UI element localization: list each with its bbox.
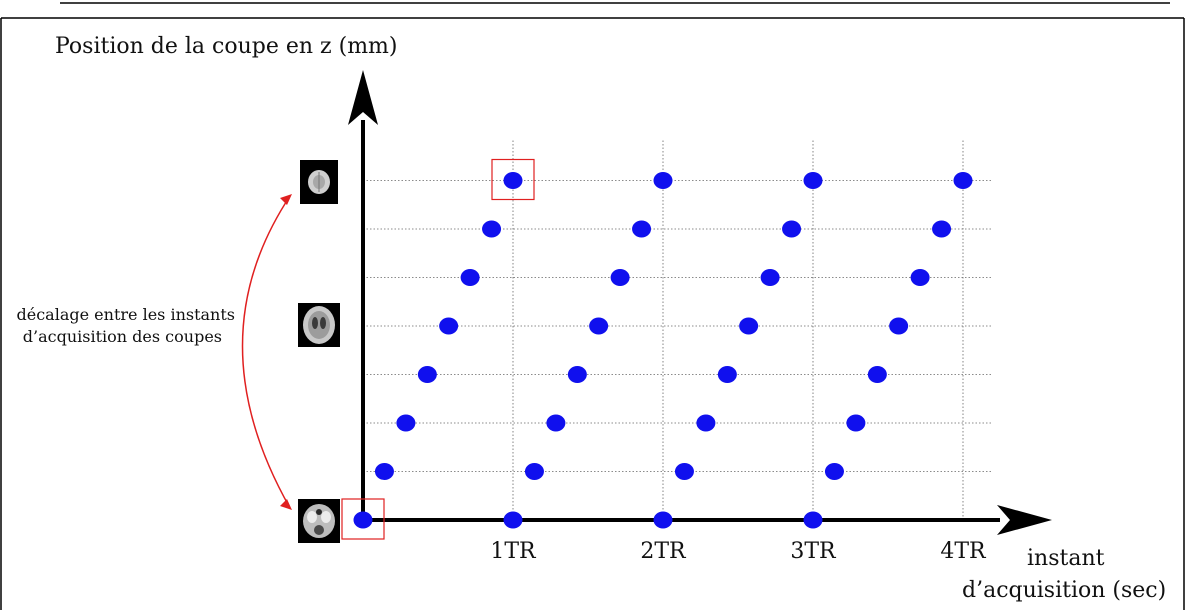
data-point: [782, 220, 802, 238]
highlight-boxes: [341, 158, 535, 540]
data-point: [567, 366, 587, 383]
data-point: [610, 269, 630, 286]
data-point: [546, 414, 566, 432]
data-point: [803, 172, 823, 189]
data-point: [396, 414, 416, 432]
x-tick-label: 2TR: [640, 539, 687, 564]
annotation-line2: d’acquisition des coupes: [23, 327, 222, 346]
data-point: [353, 511, 373, 529]
data-point: [674, 463, 694, 480]
data-point: [653, 172, 673, 189]
x-axis-arrowhead: [997, 505, 1052, 535]
data-point: [953, 172, 973, 189]
x-tick-labels: 1TR 2TR 3TR 4TR: [490, 539, 987, 564]
data-point: [760, 269, 780, 286]
data-point: [632, 220, 652, 238]
x-tick-label: 3TR: [790, 539, 837, 564]
x-tick-label: 4TR: [940, 539, 987, 564]
annotation-arrowhead-top: [280, 194, 292, 205]
x-axis-label-line1: instant: [1027, 546, 1105, 571]
data-point: [482, 220, 502, 238]
annotation-line1: décalage entre les instants: [17, 305, 236, 324]
y-axis-label: Position de la coupe en z (mm): [55, 34, 398, 59]
data-point: [653, 511, 673, 529]
data-point: [889, 317, 909, 335]
annotation-curved-arrow: [241, 195, 291, 509]
data-point: [524, 463, 544, 480]
data-point: [846, 414, 866, 432]
brain-slice-middle-image: [298, 303, 340, 347]
y-axis-arrowhead: [348, 70, 378, 125]
data-point: [696, 414, 716, 432]
data-point: [824, 463, 844, 480]
data-point: [503, 511, 523, 529]
data-point: [717, 366, 737, 383]
highlight-box: [491, 158, 535, 201]
data-point: [589, 317, 609, 335]
data-point: [417, 366, 437, 383]
annotation-arrowhead-bottom: [280, 499, 292, 510]
data-point: [503, 172, 523, 189]
data-point: [460, 269, 480, 286]
x-axis-label-line2: d’acquisition (sec): [962, 578, 1166, 603]
data-point: [374, 463, 394, 480]
highlight-box: [341, 498, 385, 540]
data-point: [867, 366, 887, 383]
data-points: [353, 172, 973, 529]
brain-slice-top-image: [300, 160, 338, 204]
data-point: [439, 317, 459, 335]
data-point: [932, 220, 952, 238]
data-point: [803, 511, 823, 529]
data-point: [910, 269, 930, 286]
brain-slice-bottom-image: [298, 499, 340, 543]
x-tick-label: 1TR: [490, 539, 537, 564]
data-point: [739, 317, 759, 335]
